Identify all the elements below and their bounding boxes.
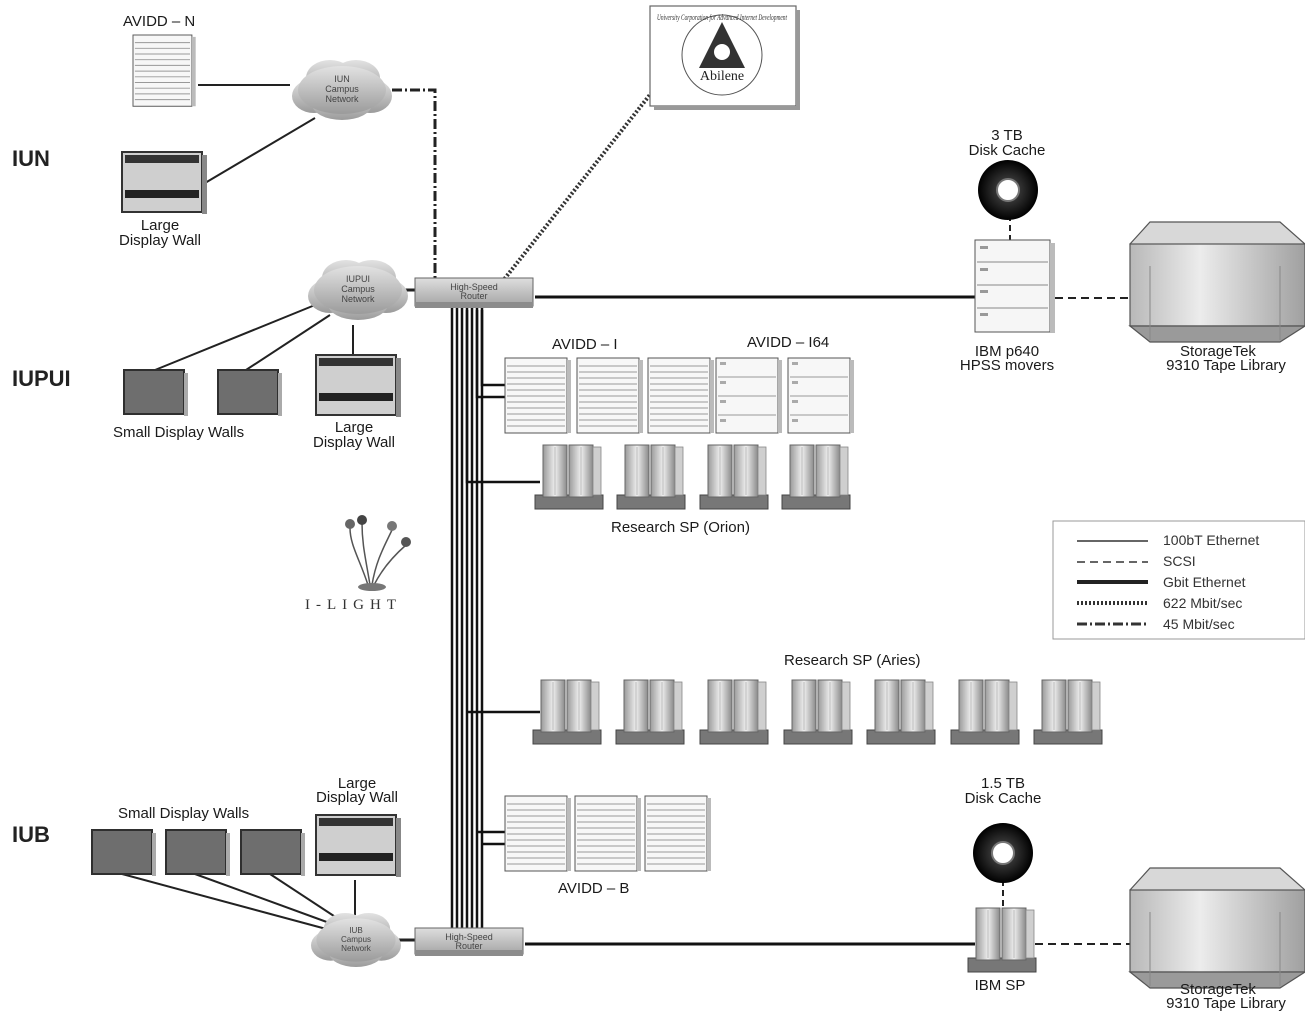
link-backbone-avidd-i <box>480 310 505 387</box>
ibm-p640-rack <box>974 239 1055 333</box>
iub-small-display-walls <box>91 829 306 877</box>
storagetek-top-label-2: 9310 Tape Library <box>1166 357 1286 374</box>
legend-label-gbit: Gbit Ethernet <box>1163 574 1246 590</box>
iub-large-display-wall <box>315 814 402 878</box>
iun-avidd-n-label: AVIDD – N <box>123 13 195 30</box>
disk-cache-3tb-label-1: 3 TB <box>991 127 1022 144</box>
link-iun-45mbit <box>392 88 437 282</box>
ilight-logo: I-LIGHT <box>305 515 411 613</box>
legend-label-scsi: SCSI <box>1163 553 1196 569</box>
disk-cache-1-5tb-label-1: 1.5 TB <box>981 775 1025 792</box>
storagetek-top-label-1: StorageTek <box>1180 343 1256 360</box>
ibm-p640-label-2: HPSS movers <box>960 357 1054 374</box>
disk-cache-1-5tb-icon <box>973 823 1033 883</box>
iun-large-display-wall <box>121 151 208 215</box>
legend-label-100bt: 100bT Ethernet <box>1163 532 1259 548</box>
svg-text:High-Speed: High-Speed <box>445 932 493 942</box>
avidd-b-label: AVIDD – B <box>558 880 629 897</box>
iun-large-wall-label-1: Large <box>141 217 179 234</box>
iupui-small-display-walls <box>123 369 283 417</box>
connections <box>121 80 1130 946</box>
link-backbone-orion <box>465 310 540 484</box>
abilene-name: Abilene <box>700 69 744 84</box>
abilene-logo: Abilene University Corporation for Advan… <box>649 5 800 110</box>
ilight-bulb-icon <box>345 519 355 529</box>
legend-label-45: 45 Mbit/sec <box>1163 616 1235 632</box>
link-iub-small-wall-2 <box>194 873 336 926</box>
disk-cache-3tb-icon <box>978 160 1038 220</box>
legend-label-622: 622 Mbit/sec <box>1163 595 1242 611</box>
link-backbone-avidd-i-2 <box>475 310 505 399</box>
svg-text:Network: Network <box>341 944 372 953</box>
research-sp-aries-cluster <box>532 679 1103 745</box>
link-iun-wall-to-iun <box>204 117 316 184</box>
iun-campus-network-cloud: IUN Campus Network <box>292 60 392 120</box>
storagetek-library-bottom <box>1129 867 1305 989</box>
ibm-sp-label: IBM SP <box>975 977 1026 994</box>
svg-text:Campus: Campus <box>325 84 359 94</box>
abilene-ring-text: University Corporation for Advanced Inte… <box>657 13 788 22</box>
link-iub-small-wall-1 <box>121 873 331 931</box>
link-iupui-small-wall-2 <box>245 314 331 371</box>
disk-cache-1-5tb-label-2: Disk Cache <box>965 790 1042 807</box>
avidd-b-cluster <box>504 795 712 872</box>
link-iupui-small-wall-1 <box>154 304 316 371</box>
ibm-sp-tower <box>967 907 1037 973</box>
svg-text:High-Speed: High-Speed <box>450 282 498 292</box>
iupui-small-walls-label: Small Display Walls <box>113 424 244 441</box>
svg-text:Network: Network <box>341 294 375 304</box>
disk-cache-3tb-label-2: Disk Cache <box>969 142 1046 159</box>
avidd-i-cluster <box>504 357 715 434</box>
storagetek-bottom-label-1: StorageTek <box>1180 981 1256 998</box>
iub-campus-network-cloud: IUB Campus Network <box>311 913 401 967</box>
svg-text:Router: Router <box>460 291 487 301</box>
site-label-iun: IUN <box>12 146 50 171</box>
avidd-i64-label: AVIDD – I64 <box>747 334 829 351</box>
svg-text:Network: Network <box>325 94 359 104</box>
site-label-iub: IUB <box>12 822 50 847</box>
iun-large-wall-label-2: Display Wall <box>119 232 201 249</box>
svg-text:Campus: Campus <box>341 935 371 944</box>
storagetek-bottom-label-2: 9310 Tape Library <box>1166 995 1286 1011</box>
research-sp-orion-cluster <box>534 444 851 510</box>
site-label-iupui: IUPUI <box>12 366 71 391</box>
iub-high-speed-router: High-Speed Router <box>414 927 524 956</box>
ibm-p640-label-1: IBM p640 <box>975 343 1039 360</box>
ilight-label: I-LIGHT <box>305 597 402 613</box>
avidd-i64-cluster <box>715 357 855 434</box>
iub-small-walls-label: Small Display Walls <box>118 805 249 822</box>
svg-text:Campus: Campus <box>341 284 375 294</box>
link-iub-small-wall-3 <box>269 873 341 921</box>
iupui-high-speed-router: High-Speed Router <box>414 277 534 308</box>
iub-large-wall-label-1: Large <box>338 775 376 792</box>
iupui-large-display-wall <box>315 354 402 418</box>
svg-text:IUB: IUB <box>349 926 363 935</box>
research-sp-aries-label: Research SP (Aries) <box>784 652 920 669</box>
iupui-large-wall-label-1: Large <box>335 419 373 436</box>
svg-text:Router: Router <box>455 941 482 951</box>
iun-avidd-n-rack <box>132 34 197 107</box>
iupui-campus-network-cloud: IUPUI Campus Network <box>308 260 408 320</box>
iupui-large-wall-label-2: Display Wall <box>313 434 395 451</box>
research-sp-orion-label: Research SP (Orion) <box>611 519 750 536</box>
svg-text:IUPUI: IUPUI <box>346 274 370 284</box>
avidd-i-label: AVIDD – I <box>552 336 618 353</box>
svg-text:IUN: IUN <box>334 74 350 84</box>
link-abilene-622mbit <box>500 80 662 284</box>
storagetek-library-top <box>1129 221 1305 343</box>
legend: 100bT Ethernet SCSI Gbit Ethernet 622 Mb… <box>1052 520 1305 640</box>
iub-large-wall-label-2: Display Wall <box>316 789 398 806</box>
